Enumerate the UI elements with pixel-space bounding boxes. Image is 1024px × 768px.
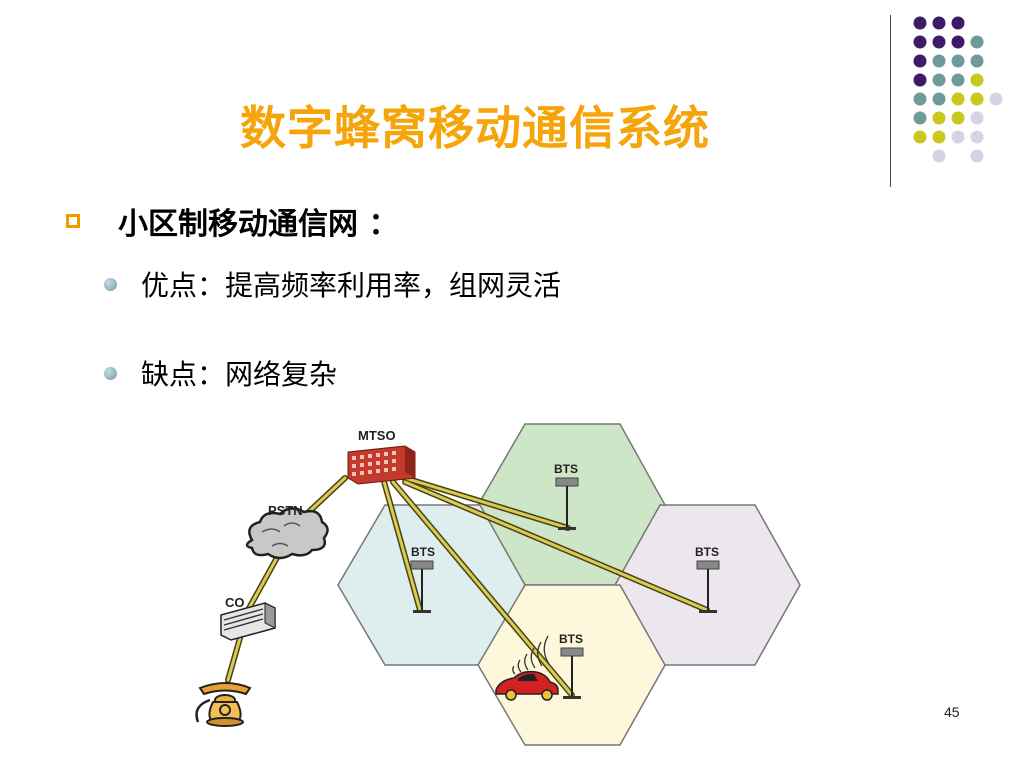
dot-row-3	[913, 54, 984, 68]
dot-row-2	[913, 35, 984, 49]
bts-tower-icon	[696, 560, 720, 613]
telephone-icon	[195, 682, 252, 727]
sub-bullet-advantages: 优点：提高频率利用率，组网灵活	[104, 266, 561, 302]
mtso-building-icon	[347, 445, 416, 485]
sub-bullet-text: 优点：提高频率利用率，组网灵活	[141, 269, 562, 302]
cellular-network-diagram: MTSO PSTN CO	[195, 423, 801, 746]
main-bullet: 小区制移动通信网 ：	[66, 203, 398, 242]
sub-bullet-text: 缺点：网络复杂	[141, 358, 338, 391]
bts-label: BTS	[554, 462, 578, 476]
dot-row-4	[913, 73, 984, 87]
title-divider-line	[890, 15, 891, 187]
dot-row-1	[913, 16, 965, 30]
pstn-label: PSTN	[268, 503, 303, 518]
dot-row-5	[913, 92, 1003, 106]
dot-row-8	[932, 149, 984, 163]
decorative-dot-grid	[913, 16, 1003, 163]
network-links	[225, 475, 710, 698]
bts-label: BTS	[559, 632, 583, 646]
mtso-label: MTSO	[358, 428, 396, 443]
pstn-cloud-icon	[245, 507, 329, 560]
co-building-icon	[220, 602, 276, 641]
bts-tower-icon	[555, 477, 579, 530]
bts-label: BTS	[695, 545, 719, 559]
bts-label: BTS	[411, 545, 435, 559]
radio-wave-icon	[512, 635, 550, 675]
round-bullet-icon	[104, 277, 117, 291]
square-bullet-icon	[66, 214, 80, 228]
bts-tower-icon	[560, 647, 584, 699]
dot-row-7	[913, 130, 984, 144]
co-label: CO	[225, 595, 245, 610]
round-bullet-icon	[104, 366, 117, 380]
car-icon	[495, 670, 559, 701]
main-bullet-text: 小区制移动通信网 ：	[118, 207, 399, 242]
bts-tower-icon	[410, 560, 434, 613]
slide-title: 数字蜂窝移动通信系统	[240, 101, 710, 155]
sub-bullet-disadvantages: 缺点：网络复杂	[104, 355, 337, 391]
page-number: 45	[944, 704, 960, 720]
dot-row-6	[913, 111, 984, 125]
